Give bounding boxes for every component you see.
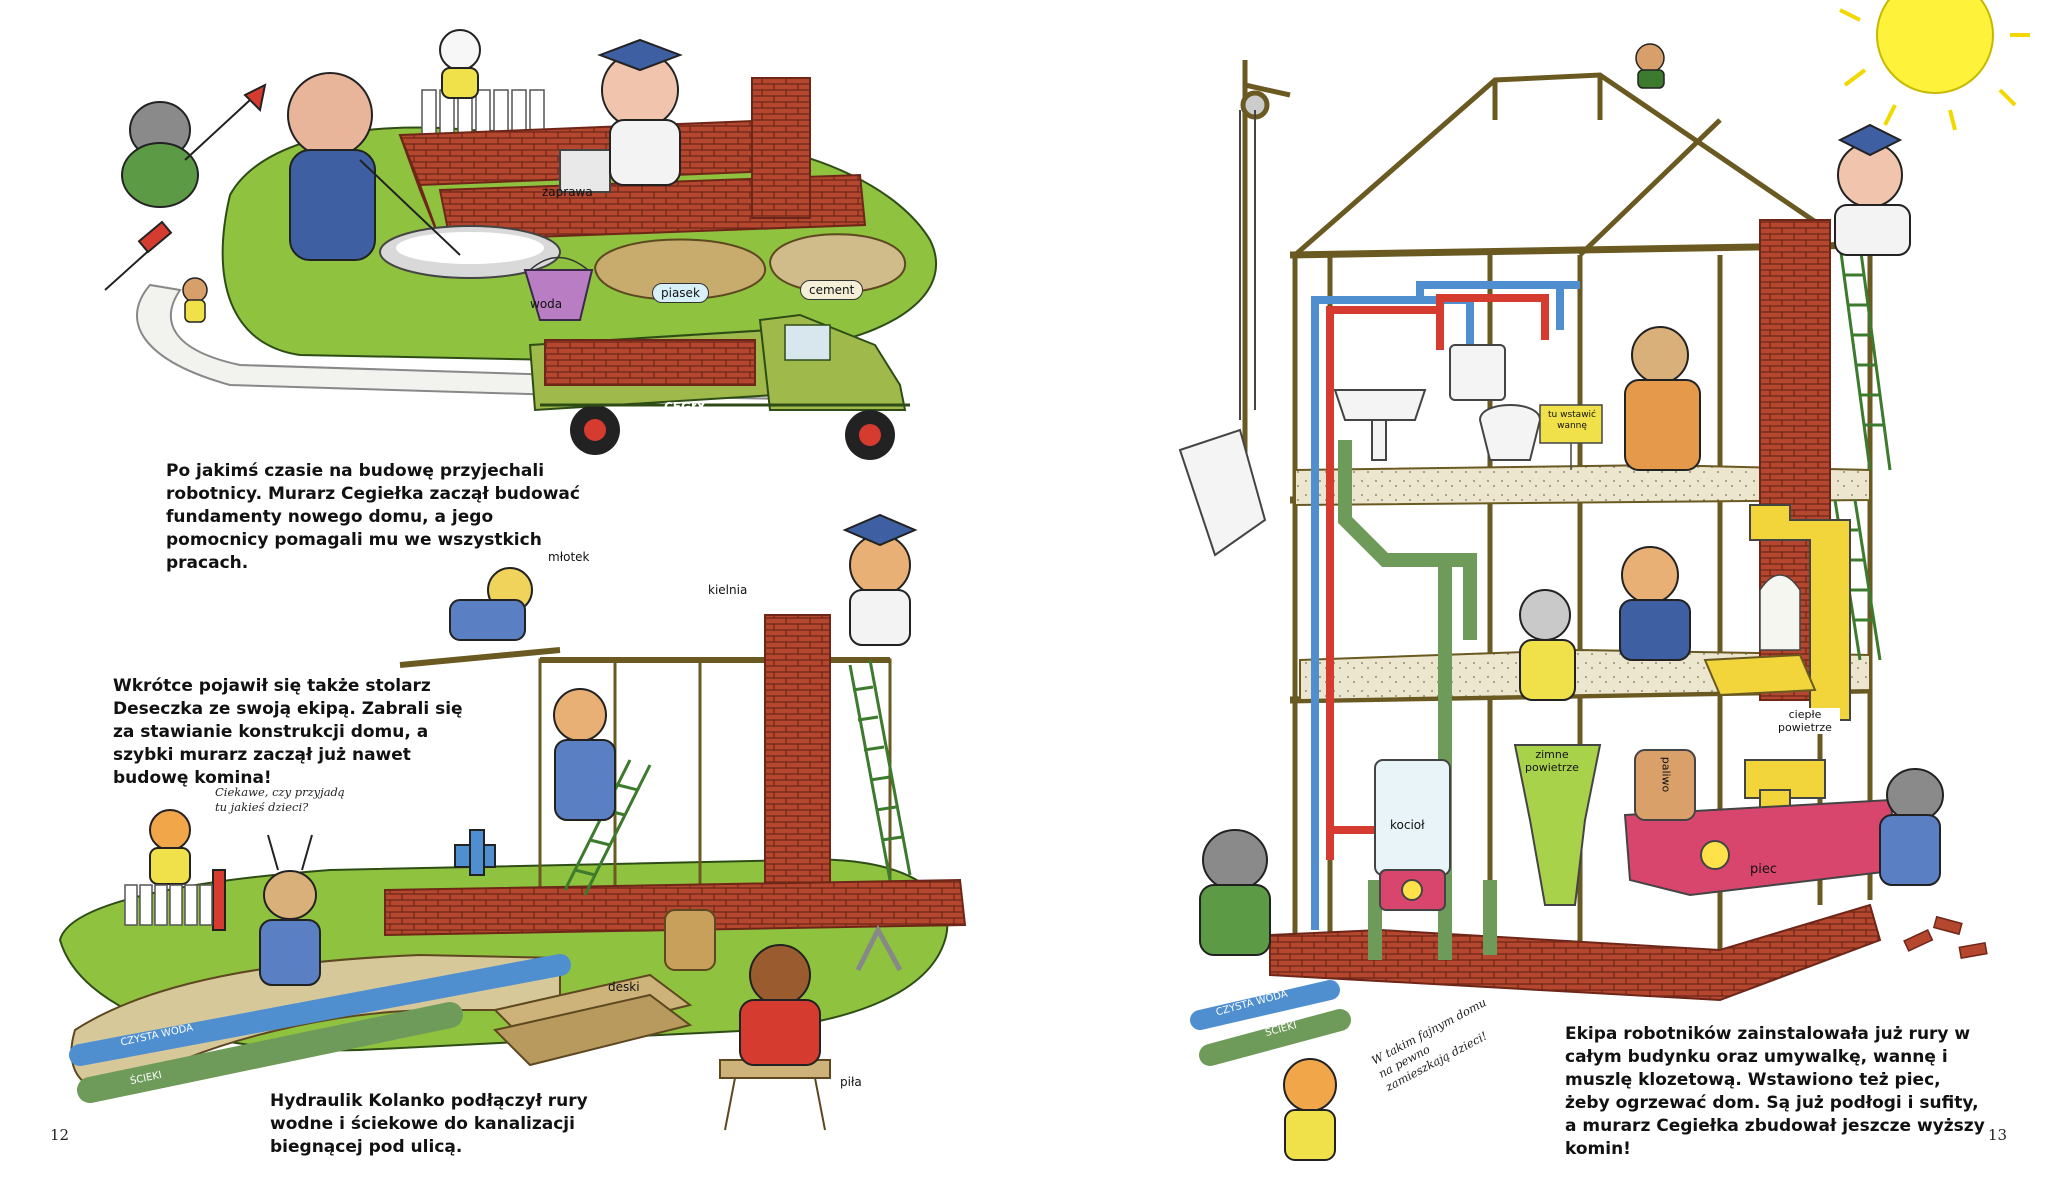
brick-truck	[528, 313, 910, 460]
pig-bricklayer	[597, 38, 683, 186]
label-kociol: kocioł	[1390, 818, 1425, 832]
label-kielnia: kielnia	[708, 583, 748, 597]
crane	[1239, 60, 1291, 520]
label-paliwo: paliwo	[1659, 756, 1673, 793]
left-paragraph-1: Po jakimś czasie na budowę przyjechali r…	[166, 461, 580, 573]
mouse-small	[182, 277, 208, 323]
mouse-on-roof	[1635, 43, 1665, 89]
label-deski: deski	[608, 980, 640, 994]
sand-bag	[593, 238, 767, 301]
raccoon-bottom-left	[1199, 829, 1271, 956]
underground-pipes	[69, 954, 571, 1103]
tub-sign	[1539, 404, 1603, 470]
brick-base	[384, 878, 967, 937]
plank-stack	[493, 973, 693, 1067]
cat-carpenter	[553, 688, 616, 821]
label-cement: cement	[800, 280, 864, 300]
boiler-kociol	[1374, 759, 1451, 911]
barrel	[664, 909, 716, 971]
pig-mixing-mortar	[287, 72, 461, 261]
fence-bottom-left	[124, 884, 213, 926]
sun	[1839, 0, 2030, 131]
carpenter-square	[855, 924, 903, 972]
water-valves	[454, 829, 496, 876]
heating-grate	[1703, 653, 1817, 697]
label-truck: CEGŁY	[664, 400, 706, 414]
label-tub-sign: tu wstawić wannę	[1548, 410, 1596, 431]
street-pipes-right	[1190, 980, 1351, 1066]
beaver-sawing	[739, 944, 821, 1066]
saw-bench	[719, 1059, 831, 1131]
floor-upper	[1294, 463, 1871, 507]
cold-water-pipes	[1311, 281, 1580, 930]
raccoon-with-shovel	[121, 83, 267, 208]
kitten-with-shovel	[149, 809, 226, 931]
left-paragraph-3: Hydraulik Kolanko podłączył rury wodne i…	[270, 1091, 588, 1157]
left-speech-bubble: Ciekawe, czy przyjadą tu jakieś dzieci?	[215, 785, 345, 814]
fuel-tank	[1634, 749, 1696, 821]
kitten-middle	[1519, 589, 1576, 701]
loose-bricks	[1903, 915, 1988, 960]
ladder-right-upper	[1838, 244, 1892, 471]
pig-bricklayer-roof	[1834, 123, 1911, 256]
kitten-bottom	[1283, 1058, 1337, 1161]
right-paragraph: Ekipa robotników zainstalowała już rury …	[1565, 1024, 1985, 1159]
cold-air-duct	[1513, 744, 1602, 906]
furnace-piec	[1623, 798, 1902, 897]
toilet	[1449, 344, 1542, 461]
dog-middle	[1619, 546, 1691, 661]
water-bucket	[523, 256, 594, 321]
hot-air-duct	[1744, 504, 1851, 831]
right-page-number: 13	[1988, 1126, 2008, 1144]
fireplace-opening	[1759, 574, 1801, 651]
label-mlotek: młotek	[548, 550, 590, 564]
label-piec: piec	[1750, 862, 1778, 877]
cat-on-fence	[439, 29, 481, 99]
hanging-bathtub	[1178, 428, 1267, 557]
label-pila: piła	[840, 1075, 862, 1089]
label-woda: woda	[530, 297, 563, 311]
mason-with-trowel	[842, 513, 918, 646]
label-piasek: piasek	[652, 283, 709, 303]
left-page-number: 12	[50, 1126, 70, 1144]
wood-frame	[399, 647, 892, 902]
foundation-right	[1269, 903, 1882, 1002]
label-zimne: zimne powietrze	[1525, 748, 1579, 774]
sink	[1333, 389, 1427, 461]
ladder-left	[848, 659, 912, 881]
hammer-tool	[104, 220, 173, 291]
label-cieple: ciepłe powietrze	[1770, 708, 1840, 734]
raccoon-right-edge	[1879, 768, 1944, 886]
cat-plumber-top	[1624, 326, 1701, 471]
left-paragraph-2: Wkrótce pojawił się także stolarz Desecz…	[113, 676, 463, 788]
label-zaprawa: zaprawa	[542, 185, 593, 199]
cat-with-hammer	[449, 567, 533, 641]
chimney-left	[764, 614, 831, 901]
rabbit-plumber	[259, 834, 321, 986]
